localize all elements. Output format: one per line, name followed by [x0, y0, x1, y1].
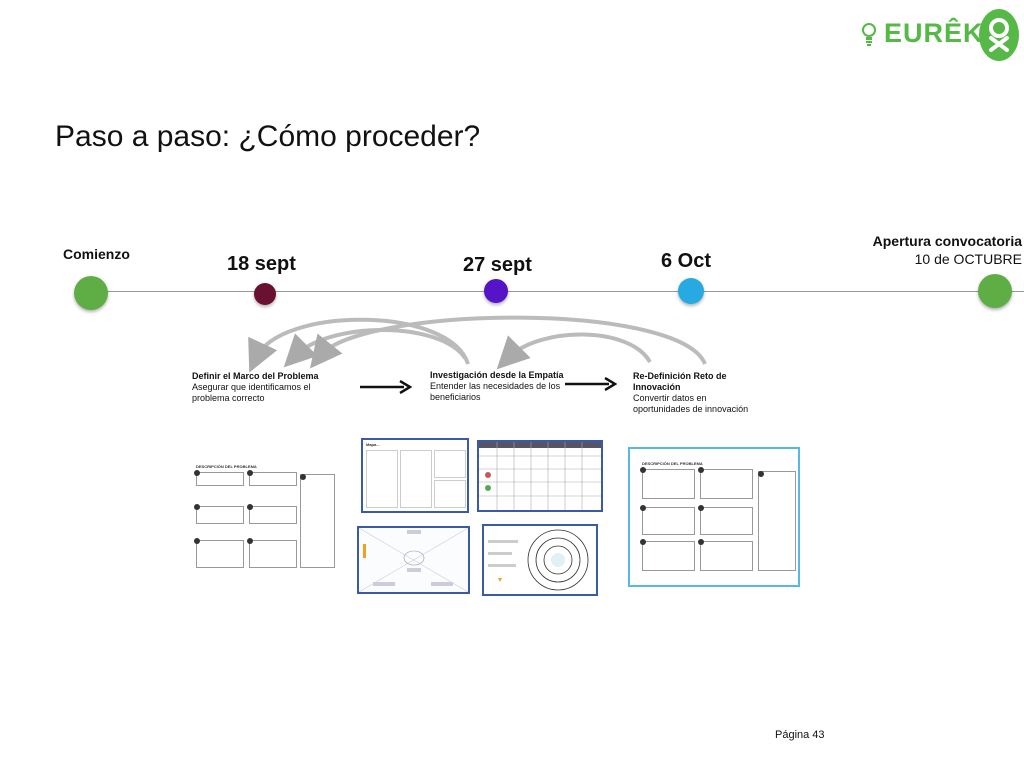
- brand-seal-icon: [979, 9, 1019, 61]
- step-description: Entender las necesidades de los benefici…: [430, 381, 561, 402]
- timeline-dot-6-oct: [678, 278, 704, 304]
- timeline-dot-27-sept: [484, 279, 508, 303]
- feedback-arrows: [248, 315, 707, 373]
- date-label-18-sept: 18 sept: [227, 253, 296, 275]
- step-title: Re-Definición Reto de Innovación: [633, 371, 727, 392]
- thumbnail-title: Mapa...: [366, 442, 380, 447]
- thumbnail-problem-redefinition: DESCRIPCIÓN DEL PROBLEMA: [628, 447, 800, 587]
- arrow-right-icon: [360, 380, 412, 394]
- start-label: Comienzo: [63, 246, 130, 262]
- date-label-6-oct: 6 Oct: [661, 250, 712, 272]
- thumbnail-problem-description: DESCRIPCIÓN DEL PROBLEMA: [192, 462, 338, 572]
- thumbnail-matrix-template: [477, 440, 603, 512]
- end-label-title: Apertura convocatoria: [872, 233, 1022, 249]
- step-redefine-challenge: Re-Definición Reto de Innovación Convert…: [633, 371, 758, 415]
- timeline-dot-end: [978, 274, 1012, 308]
- step-title: Investigación desde la Empatía: [430, 370, 564, 380]
- timeline-dot-start: [74, 276, 108, 310]
- timeline-dot-18-sept: [254, 283, 276, 305]
- arrow-right-icon: [565, 377, 617, 391]
- step-description: Convertir datos en oportunidades de inno…: [633, 393, 749, 414]
- thumbnail-empathy-map: [357, 526, 470, 594]
- date-label-27-sept: 27 sept: [463, 254, 532, 276]
- end-label-subtitle: 10 de OCTUBRE: [914, 251, 1022, 267]
- step-title: Definir el Marco del Problema: [192, 371, 319, 381]
- thumbnail-stakeholder-circles: [482, 524, 598, 596]
- step-description: Asegurar que identificamos el problema c…: [192, 382, 311, 403]
- page-number: Página 43: [775, 729, 825, 741]
- thumbnail-title: DESCRIPCIÓN DEL PROBLEMA: [196, 464, 257, 469]
- step-define-problem: Definir el Marco del Problema Asegurar q…: [192, 371, 337, 404]
- thumbnail-title: DESCRIPCIÓN DEL PROBLEMA: [642, 461, 703, 466]
- step-empathy-research: Investigación desde la Empatía Entender …: [430, 370, 570, 403]
- thumbnail-map-template: Mapa...: [361, 438, 469, 513]
- page-title: Paso a paso: ¿Cómo proceder?: [55, 120, 481, 153]
- lightbulb-icon: [862, 23, 876, 46]
- timeline-line: [90, 291, 1024, 292]
